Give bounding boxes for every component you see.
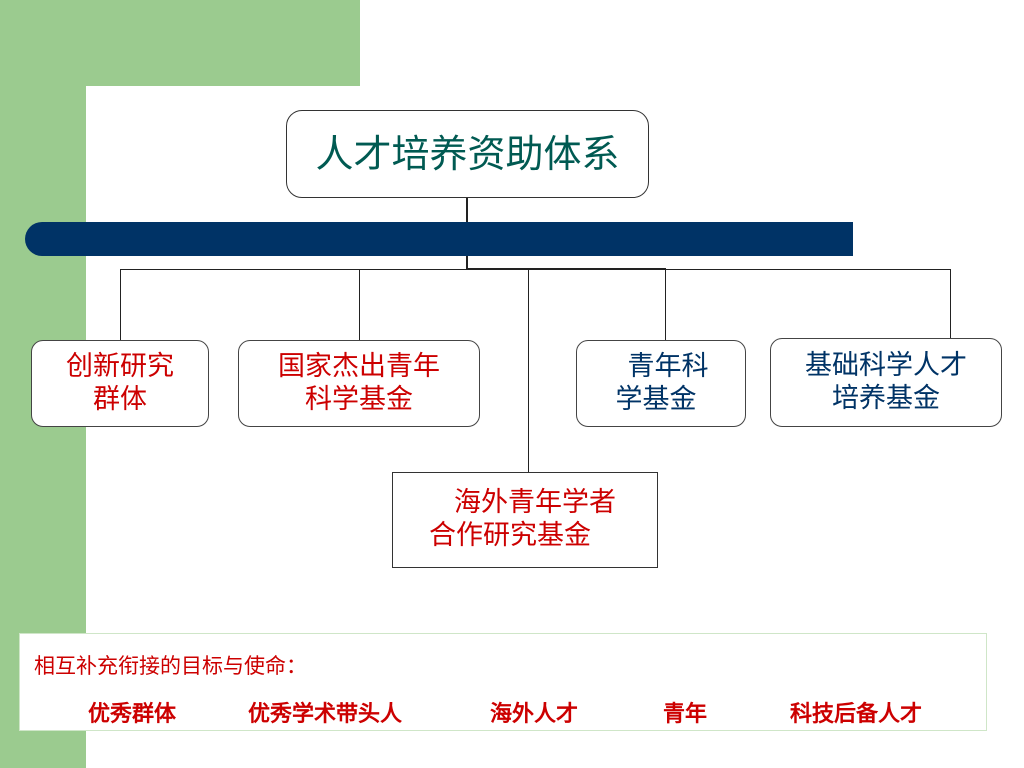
node-basic-science-talent-line2: 培养基金	[832, 382, 940, 414]
navy-divider-bar	[25, 222, 853, 256]
diagram-title: 人才培养资助体系	[315, 131, 620, 176]
node-outstanding-youth-line1: 国家杰出青年	[278, 350, 440, 382]
mission-goal: 海外人才	[490, 702, 579, 727]
node-innovation-group-line2: 群体	[93, 383, 147, 415]
node-youth-fund-line2: 学基金	[615, 383, 697, 415]
node-basic-science-talent-line1: 基础科学人才	[805, 349, 967, 381]
mission-goal: 青年	[663, 702, 708, 727]
node-overseas-youth-line1: 海外青年学者	[454, 487, 616, 519]
diagram-title-box: 人才培养资助体系	[286, 110, 649, 198]
node-innovation-group: 创新研究 群体	[31, 340, 209, 427]
mission-intro: 相互补充衔接的目标与使命：	[34, 654, 307, 678]
node-overseas-youth: 海外青年学者 合作研究基金	[392, 472, 658, 568]
connector-horizontal-thick	[466, 268, 666, 270]
mission-goal: 科技后备人才	[790, 702, 923, 727]
green-header-band	[0, 0, 360, 86]
node-innovation-group-line1: 创新研究	[66, 350, 174, 382]
node-youth-fund-line1: 青年科	[627, 350, 709, 382]
mission-goal: 优秀学术带头人	[248, 702, 403, 727]
node-outstanding-youth: 国家杰出青年 科学基金	[238, 340, 480, 427]
connector-drop-outstanding	[359, 269, 360, 340]
connector-drop-youth	[665, 269, 666, 340]
node-basic-science-talent: 基础科学人才 培养基金	[770, 338, 1002, 427]
node-outstanding-youth-line2: 科学基金	[305, 383, 413, 415]
node-youth-fund: 青年科 学基金	[576, 340, 746, 427]
connector-drop-innovation	[120, 269, 121, 340]
mission-panel: 相互补充衔接的目标与使命： 优秀群体 优秀学术带头人 海外人才 青年 科技后备人…	[19, 633, 987, 731]
mission-goal: 优秀群体	[88, 702, 177, 727]
node-overseas-youth-line2: 合作研究基金	[429, 520, 591, 551]
connector-drop-overseas	[528, 269, 529, 472]
rounded-corner-decoration	[86, 86, 166, 166]
connector-drop-basic	[950, 269, 951, 338]
